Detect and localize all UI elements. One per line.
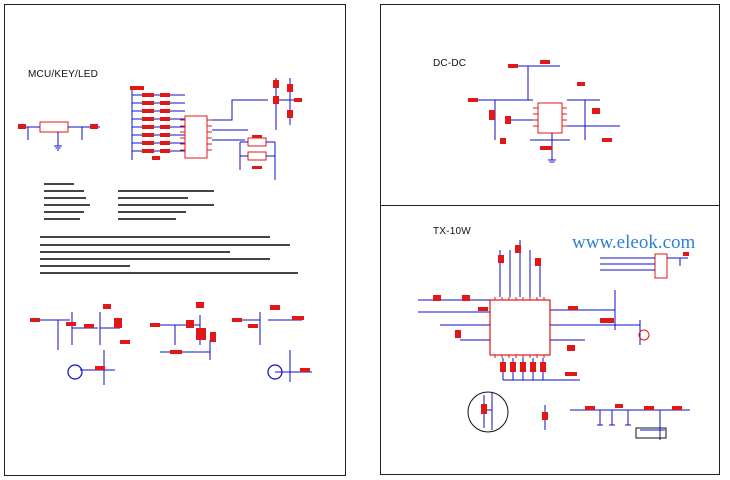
driver-circuit-right	[232, 305, 312, 382]
led-column	[273, 78, 302, 130]
key-switches	[239, 135, 276, 180]
mcu-chip	[180, 99, 268, 159]
notes-text-block	[40, 183, 298, 274]
output-filter	[542, 404, 690, 440]
sheet-title-tx: TX-10W	[433, 226, 471, 237]
sheet-title-mcu: MCU/KEY/LED	[28, 69, 98, 80]
coil-element	[467, 391, 509, 433]
tx-controller-chip	[418, 240, 650, 381]
dcdc-converter	[468, 60, 620, 163]
driver-circuit-middle	[150, 302, 216, 360]
schematic-sheet-mcu	[4, 4, 346, 476]
driver-circuit-left	[30, 304, 130, 385]
tx-connector	[600, 252, 689, 279]
mcu-resistor-array	[130, 86, 185, 160]
watermark-text: www.eleok.com	[572, 232, 696, 253]
regulator-block	[18, 121, 100, 151]
schematic-sheet-dcdc	[380, 4, 720, 206]
sheet-title-dcdc: DC-DC	[433, 58, 467, 69]
